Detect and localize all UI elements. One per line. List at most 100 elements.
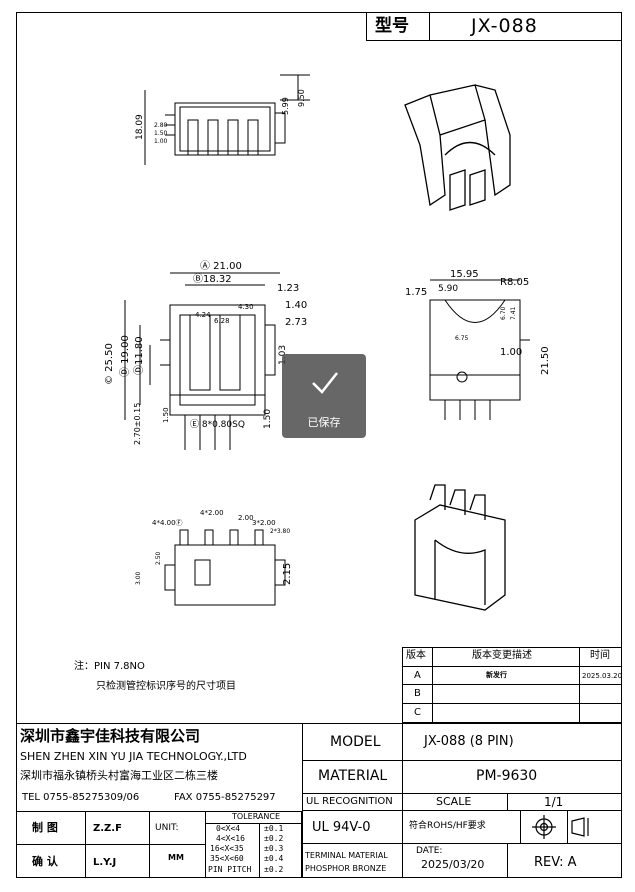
- type-label: 型号: [375, 16, 409, 36]
- saved-toast: 已保存: [282, 354, 366, 438]
- tol-value-3: ±0.4: [264, 854, 284, 863]
- dim-1-40: 1.40: [285, 300, 307, 311]
- bottom-view-drawing: 4*4.00Ⓕ 4*2.00 2.00 3*2.00 2*3.80 2.15 2…: [135, 509, 293, 606]
- model-label: MODEL: [330, 734, 381, 750]
- company-name-en: SHEN ZHEN XIN YU JIA TECHNOLOGY.,LTD: [20, 750, 247, 763]
- draw-name: Z.Z.F: [93, 823, 122, 834]
- tol-range-4: PIN PITCH: [208, 865, 252, 874]
- front-view-drawing: Ⓐ 21.00 Ⓑ18.32 1.23 1.40 2.73 4.24 6.28 …: [104, 260, 307, 450]
- tol-value-0: ±0.1: [264, 824, 284, 833]
- dim-9-50: 9.50: [297, 89, 306, 107]
- iso-view-bottom: [414, 484, 506, 611]
- dim-5-99: 5.99: [281, 97, 290, 115]
- dim-1-00: 1.00: [500, 347, 522, 358]
- unit-label: UNIT:: [155, 823, 179, 833]
- dim-5-90: 5.90: [438, 284, 458, 294]
- dim-6-75: 6.75: [455, 335, 469, 342]
- dim-15-95: 15.95: [450, 269, 479, 280]
- revision-table: 版本 版本变更描述 时间 A 新发行 2025.03.20 B C: [402, 647, 622, 723]
- dim-1-00: 1.00: [154, 138, 168, 145]
- dim-1-50: 1.50: [162, 407, 170, 423]
- rohs-note: 符合ROHS/HF要求: [409, 821, 486, 831]
- terminal-value: PHOSPHOR BRONZE: [305, 864, 387, 873]
- rev-row-a-ver: A: [414, 670, 421, 681]
- dim-4-30: 4.30: [238, 303, 254, 311]
- dim-4x4-00: 4*4.00Ⓕ: [152, 519, 183, 527]
- company-name-cn: 深圳市鑫宇佳科技有限公司: [20, 727, 201, 745]
- tol-range-1: 4<X<16: [216, 834, 245, 843]
- dim-6-28: 6.28: [214, 317, 230, 325]
- ul-label: UL RECOGNITION: [306, 796, 393, 807]
- unit-value: MM: [168, 853, 184, 862]
- tol-range-3: 35<X<60: [210, 854, 244, 863]
- saved-label: 已保存: [307, 416, 341, 429]
- note-inspect: 只检测管控标识序号的尺寸项目: [96, 681, 236, 692]
- model-number: JX-088: [471, 15, 538, 37]
- tol-value-1: ±0.2: [264, 834, 284, 843]
- dim-r8-05: R8.05: [500, 277, 529, 288]
- dim-1-23: 1.23: [277, 283, 299, 294]
- material-value: PM-9630: [476, 768, 538, 784]
- check-label: 确 认: [32, 855, 58, 868]
- dim-2-80: 2.80: [154, 122, 168, 129]
- tol-range-2: 16<X<35: [210, 844, 244, 853]
- tolerance-title: TOLERANCE: [232, 812, 281, 821]
- rev-value: REV: A: [534, 855, 577, 870]
- dim-4x2-00: 4*2.00: [200, 509, 224, 517]
- note-pin: 注：PIN 7.8NO: [74, 661, 145, 672]
- check-name: L.Y.J: [93, 857, 117, 868]
- company-address: 深圳市福永镇桥头村富海工业区二栋三楼: [20, 769, 218, 782]
- company-fax: FAX 0755-85275297: [174, 792, 276, 803]
- ul-value: UL 94V-0: [312, 820, 371, 835]
- title-block: [16, 723, 622, 878]
- dim-2x3-80: 2*3.80: [270, 528, 290, 535]
- tolerance-table: TOLERANCE 0<X<4 ±0.1 4<X<16 ±0.2 16<X<35…: [206, 811, 302, 878]
- rev-row-a-date: 2025.03.20: [582, 672, 623, 680]
- dim-11-80: Ⓓ11.80: [133, 336, 145, 375]
- dim-1-75: 1.75: [405, 287, 427, 298]
- dim-pin: Ⓔ 8*0.80SQ: [190, 419, 245, 430]
- top-view-drawing: 18.09 2.80 1.50 1.00 5.99 9.50: [135, 74, 310, 165]
- dim-3-00: 3.00: [135, 571, 142, 585]
- company-tel: TEL 0755-85275309/06: [22, 792, 140, 803]
- dim-21-50: 21.50: [540, 346, 551, 375]
- dim-3x2-00: 3*2.00: [252, 519, 276, 527]
- scale-label: SCALE: [436, 795, 472, 808]
- dim-2-50: 2.50: [155, 551, 162, 565]
- model-header-box: 型号 JX-088: [366, 12, 622, 41]
- dim-25-50: © 25.50: [104, 343, 115, 385]
- dim-19-00: Ⓓ 19.00: [119, 335, 131, 377]
- side-view-drawing: 15.95 R8.05 5.90 1.75 6.70 7.41 6.75 1.0…: [405, 269, 551, 420]
- tol-range-0: 0<X<4: [216, 824, 241, 833]
- terminal-label: TERMINAL MATERIAL: [305, 851, 388, 860]
- rev-header-time: 时间: [590, 650, 610, 661]
- dim-18-09: 18.09: [135, 114, 145, 140]
- dim-2-73: 2.73: [285, 317, 307, 328]
- model-value: JX-088 (8 PIN): [424, 734, 514, 749]
- dim-21-00: Ⓐ 21.00: [200, 260, 242, 272]
- projection-symbol: [532, 815, 589, 839]
- material-label: MATERIAL: [318, 768, 388, 784]
- dim-2-70: 2.70±0.15: [133, 403, 142, 445]
- tol-value-4: ±0.2: [264, 865, 284, 874]
- draw-label: 制 图: [32, 821, 58, 834]
- dim-1-50b: 1.50: [263, 409, 273, 429]
- dim-6-70: 6.70: [500, 306, 507, 320]
- dim-2-15: 2.15: [282, 563, 293, 585]
- drawing-frame: [16, 12, 622, 878]
- rev-row-b-ver: B: [414, 688, 421, 699]
- dim-1-50: 1.50: [154, 130, 168, 137]
- dim-7-41: 7.41: [510, 306, 517, 320]
- dim-2-00: 2.00: [238, 514, 254, 522]
- dim-18-32: Ⓑ18.32: [193, 273, 232, 285]
- date-label: DATE:: [416, 846, 443, 856]
- scale-value: 1/1: [544, 795, 564, 809]
- iso-view-top: [404, 84, 511, 211]
- rev-row-c-ver: C: [414, 707, 421, 718]
- date-value: 2025/03/20: [421, 858, 485, 871]
- check-icon: [312, 372, 338, 394]
- rev-header-desc: 版本变更描述: [472, 650, 532, 661]
- dim-4-24: 4.24: [195, 311, 211, 319]
- tol-value-2: ±0.3: [264, 844, 284, 853]
- rev-header-version: 版本: [406, 650, 426, 661]
